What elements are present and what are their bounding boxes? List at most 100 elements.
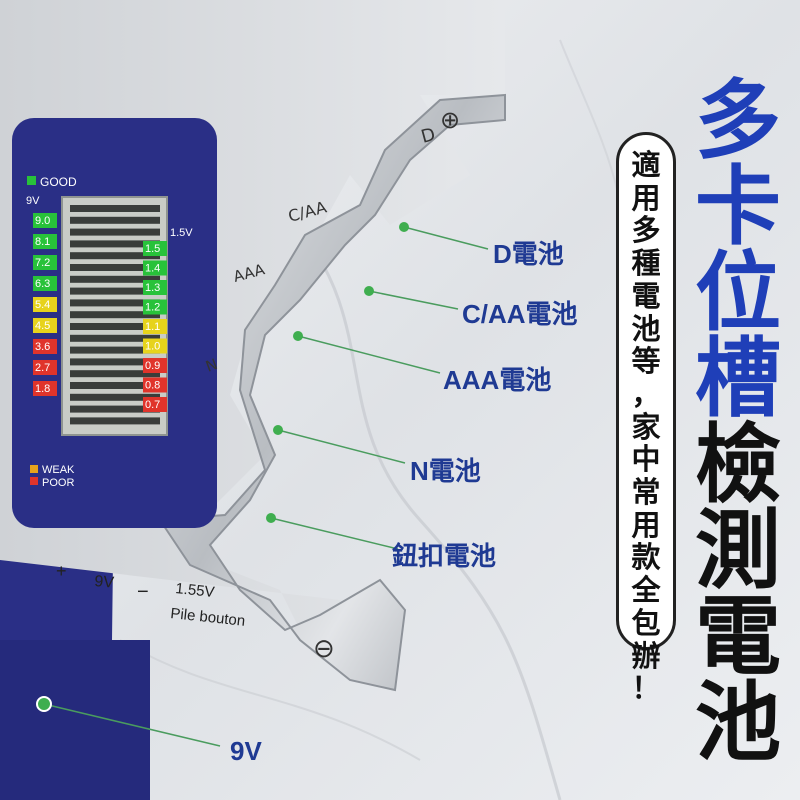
subtitle-char: 辦 [631,638,661,673]
lcd-segment [70,228,160,236]
headline-char: 測 [695,501,781,601]
callout-button-battery: 鈕扣電池 [392,541,497,571]
subtitle-char: 用 [631,507,661,542]
left-scale-value: 4.5 [35,320,50,332]
right-scale-band [143,280,167,295]
subtitle-char: ， [631,376,661,411]
right-scale-band [143,377,167,393]
headline-char: 槽 [695,329,781,429]
lcd-segment [70,311,160,319]
headline-char: 池 [695,673,781,773]
subtitle-char: 多 [631,213,661,248]
callout-d-battery: D電池 [493,239,564,269]
lcd-segment [70,382,160,389]
plus-terminal-icon: ⊕ [440,106,460,134]
lcd-segment [70,287,160,295]
left-scale-value: 6.3 [35,278,50,290]
left-scale: 9.0 8.1 7.2 6.3 5.4 4.5 3.6 2.7 1.8 [33,213,57,396]
right-scale-value: 1.4 [145,263,160,275]
lcd-segment [70,370,160,378]
right-scale-value: 1.2 [145,302,160,314]
good-swatch [27,176,36,185]
weak-label: WEAK [42,464,75,476]
bottom-9v-label: 9V [94,573,115,592]
headline: 多卡位槽檢測電池 [683,78,793,766]
right-scale-band [143,241,167,256]
left-scale-band [33,360,57,375]
right-scale: 1.5 1.4 1.3 1.2 1.1 1.0 0.9 0.8 0.7 [143,241,167,412]
callout-leaders [43,226,489,747]
right-scale-value: 1.3 [145,282,160,294]
subtitle-char: 中 [631,442,661,477]
left-scale-value: 5.4 [35,299,50,311]
right-scale-band [143,299,167,315]
left-scale-value: 2.7 [35,362,50,374]
callout-n-battery: N電池 [410,456,481,486]
spring-contact [158,93,506,692]
right-scale-value: 0.7 [145,399,160,411]
subtitle-char: 適 [631,148,661,182]
right-scale-band [143,338,167,354]
good-label: GOOD [40,175,77,189]
subtitle-char: ！ [631,671,661,706]
subtitle-char: 包 [631,605,661,640]
left-scale-value: 3.6 [35,341,50,353]
lcd-segment [70,334,160,342]
callout-caa-battery: C/AA電池 [462,299,578,329]
weak-swatch [30,465,38,473]
subtitle-char: 池 [631,311,661,346]
meter-left-header: 9V [26,195,40,207]
subtitle-char: 種 [631,246,661,281]
lcd-segment [70,346,160,354]
left-scale-value: 8.1 [35,236,50,248]
poor-swatch [30,477,38,485]
right-scale-value: 1.0 [145,341,160,353]
subtitle-char: 全 [631,573,661,608]
lcd-segment [70,240,160,248]
right-scale-value: 0.8 [145,380,160,392]
right-scale-value: 0.9 [145,360,160,372]
left-scale-band [33,381,57,396]
left-scale-band [33,318,57,333]
lcd-segment [70,216,160,224]
headline-char: 多 [695,71,781,171]
meter-right-header: 1.5V [170,227,193,239]
lcd-bars [70,205,160,425]
headline-char: 電 [695,587,781,687]
callout-dots [36,222,409,712]
bottom-plus-label: + [56,561,67,581]
minus-terminal-icon: ⊖ [313,634,335,664]
headline-char: 位 [695,243,781,343]
lcd-segment [70,323,160,330]
lcd-segment [70,405,160,413]
bottom-155v-label: 1.55V [175,580,216,601]
bottom-minus-label: − [137,581,149,603]
subtitle-char: 常 [631,475,661,510]
right-scale-band [143,358,167,373]
left-scale-value: 9.0 [35,215,50,227]
right-scale-value: 1.1 [145,321,160,333]
lcd-segment [70,275,160,283]
callout-aaa-battery: AAA電池 [443,365,552,395]
left-scale-band [33,255,57,270]
lcd-segment [70,252,160,260]
lcd-segment [70,264,160,271]
lcd-segment [70,393,160,401]
poor-label: POOR [42,477,74,489]
left-scale-value: 7.2 [35,257,50,269]
subtitle-char: 等 [631,344,661,379]
left-scale-band [33,234,57,249]
right-scale-band [143,319,167,334]
slot-d-label: D [419,124,438,148]
left-scale-band [33,276,57,291]
subtitle-char: 電 [631,278,661,313]
right-scale-value: 1.5 [145,243,160,255]
subtitle-pill: 適用多種電池等，家中常用款全包辦！ [616,132,676,704]
callout-9v-battery: 9V [230,736,262,766]
subtitle-char: 款 [631,540,661,575]
right-scale-band [143,397,167,412]
left-scale-value: 1.8 [35,383,50,395]
lcd-segment [70,417,160,425]
lcd-segment [70,299,160,307]
left-scale-band [33,297,57,312]
